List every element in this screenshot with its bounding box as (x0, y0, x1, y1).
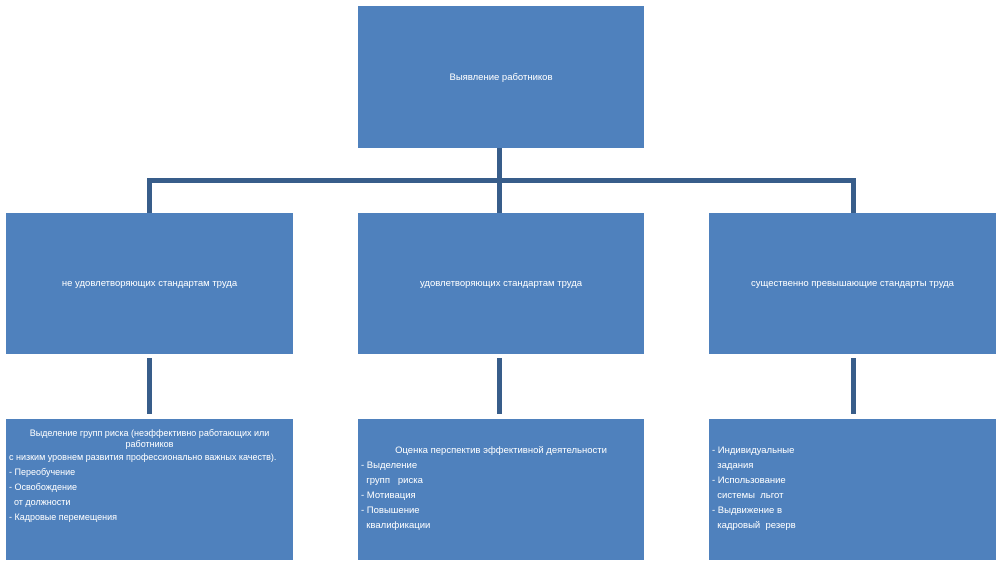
root-label: Выявление работников (449, 71, 553, 83)
connector-detail-center (497, 358, 502, 414)
category-box-below-standard: не удовлетворяющих стандартам труда (6, 213, 293, 354)
connector-detail-right (851, 358, 856, 414)
detail-line: - Индивидуальные (712, 445, 795, 456)
detail-line: - Использование (712, 475, 786, 486)
category-label: не удовлетворяющих стандартам труда (61, 278, 238, 289)
connector-drop-center (497, 178, 502, 213)
detail-line: от должности (9, 497, 71, 507)
connector-drop-right (851, 178, 856, 213)
category-box-exceeds-standard: существенно превышающие стандарты труда (709, 213, 996, 354)
detail-line: групп риска (361, 475, 423, 486)
detail-heading: Оценка перспектив эффективной деятельнос… (395, 445, 607, 456)
connector-detail-left (147, 358, 152, 414)
connector-root-trunk (497, 148, 502, 181)
category-label: удовлетворяющих стандартам труда (419, 278, 583, 289)
detail-line: - Переобучение (9, 467, 76, 477)
detail-line: с низким уровнем развития профессиональн… (9, 452, 277, 462)
detail-line: - Повышение (361, 505, 420, 516)
detail-line: кадровый резерв (712, 520, 796, 531)
connector-drop-left (147, 178, 152, 213)
category-label: существенно превышающие стандарты труда (751, 278, 954, 289)
detail-heading: Выделение групп риска (неэффективно рабо… (29, 428, 270, 449)
category-box-meets-standard: удовлетворяющих стандартам труда (358, 213, 644, 354)
detail-line: системы льгот (712, 490, 784, 501)
detail-box-development: - Индивидуальные задания - Использование… (709, 419, 996, 560)
detail-box-prospects: Оценка перспектив эффективной деятельнос… (358, 419, 644, 560)
detail-line: - Мотивация (361, 490, 416, 501)
detail-line: - Кадровые перемещения (9, 512, 118, 522)
detail-line: - Освобождение (9, 482, 78, 492)
detail-line: - Выдвижение в (712, 505, 783, 516)
detail-line: квалификации (361, 520, 431, 531)
detail-line: - Выделение (361, 460, 418, 471)
detail-line: задания (712, 460, 754, 471)
detail-box-risk-groups: Выделение групп риска (неэффективно рабо… (6, 419, 293, 560)
root-box: Выявление работников (358, 6, 644, 148)
